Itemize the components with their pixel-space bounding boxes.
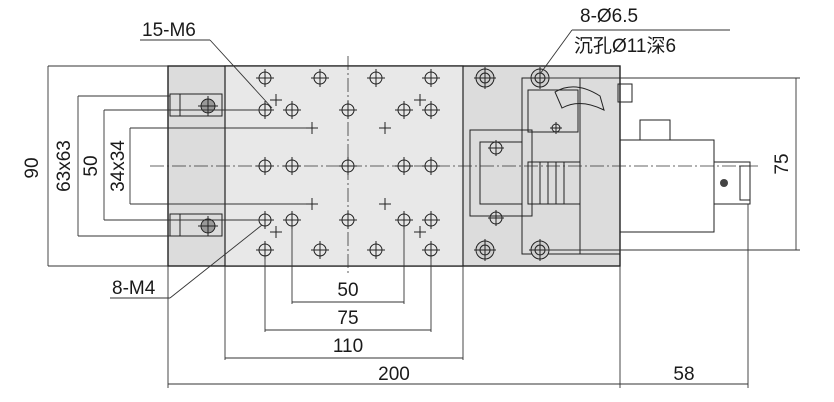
dim-34x34: 34x34 — [108, 140, 129, 192]
dim-110: 110 — [333, 336, 363, 357]
dim-58: 58 — [673, 364, 694, 385]
dim-63x63: 63x63 — [54, 140, 75, 192]
dim-50-horizontal: 50 — [337, 280, 358, 301]
m4-holes-label: 8-M4 — [112, 278, 156, 299]
m6-hole-pattern — [256, 69, 440, 259]
counterbore-label-line2: 沉孔Ø11深6 — [574, 35, 676, 57]
coupler — [527, 161, 581, 205]
m6-holes-label: 15-M6 — [142, 20, 196, 41]
motor-body — [619, 139, 715, 233]
sensor — [617, 83, 633, 103]
dim-75-vertical: 75 — [772, 153, 793, 174]
dimension-lines — [47, 29, 800, 388]
dim-90: 90 — [22, 157, 43, 178]
left-stop-top — [169, 93, 223, 117]
left-stop-bottom — [169, 213, 223, 237]
dim-75-horizontal: 75 — [337, 308, 358, 329]
nut-block — [469, 129, 533, 217]
counterbore-label-line1: 8-Ø6.5 — [580, 6, 638, 27]
bearing-block — [527, 89, 579, 133]
m4-hole-pattern — [270, 94, 426, 238]
dim-200: 200 — [378, 364, 410, 385]
dim-50-vertical: 50 — [81, 155, 102, 176]
motor-knob — [713, 161, 751, 205]
